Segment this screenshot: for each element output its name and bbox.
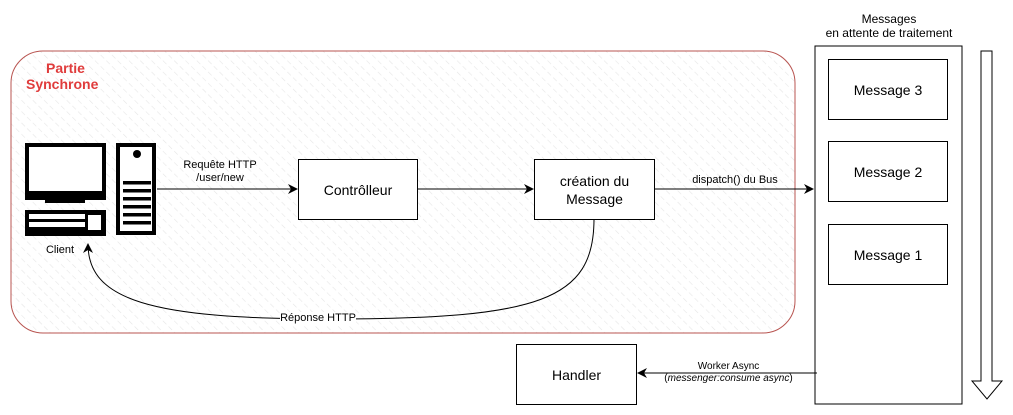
response-label: Réponse HTTP	[280, 312, 356, 325]
queue-title: Messages en attente de traitement	[800, 12, 978, 40]
monitor-icon	[25, 143, 106, 236]
queue-flow-arrow	[970, 50, 1004, 400]
sync-zone-title-line2: Synchrone	[26, 76, 99, 92]
queue-title-line1: Messages	[861, 12, 917, 26]
sync-zone-title-line1: Partie	[46, 60, 85, 76]
handler-box: Handler	[516, 344, 637, 405]
client-label: Client	[45, 244, 75, 256]
worker-label-line2: (messenger:consume async)	[664, 373, 793, 384]
queue-message-1: Message 1	[828, 224, 948, 285]
message-creation-box: création du Message	[534, 159, 655, 220]
request-label: Requête HTTP /user/new	[170, 159, 270, 185]
worker-command: messenger:consume async	[667, 373, 790, 384]
queue-title-line2: en attente de traitement	[825, 26, 953, 40]
queue-message-3: Message 3	[828, 59, 948, 120]
dispatch-label: dispatch() du Bus	[692, 174, 778, 186]
message-creation-line2: Message	[566, 190, 623, 207]
computer-tower-icon	[116, 143, 156, 235]
message-creation-line1: création du	[559, 172, 630, 189]
queue-message-2: Message 2	[828, 141, 948, 202]
controller-box: Contrôlleur	[298, 159, 418, 220]
request-label-line1: Requête HTTP	[183, 159, 257, 171]
worker-label: Worker Async (messenger:consume async)	[656, 361, 801, 385]
sync-zone-title: Partie Synchrone	[26, 60, 98, 92]
worker-label-line1: Worker Async	[697, 361, 760, 372]
request-label-line2: /user/new	[196, 172, 244, 184]
